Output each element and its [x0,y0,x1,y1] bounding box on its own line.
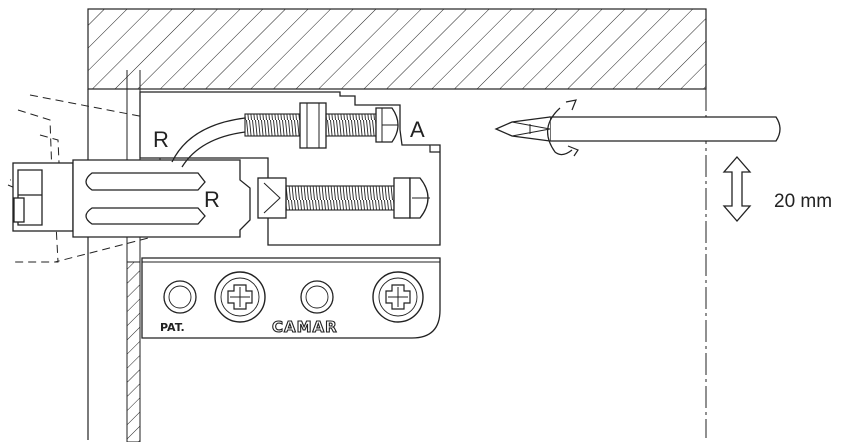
lower-screw-r [257,177,430,219]
phillips-screw-icon [372,271,424,323]
screwdriver-icon [494,116,781,142]
label-brand: CAMAR [272,318,338,336]
label-r-lower: R [204,187,220,212]
double-arrow-vertical-icon [722,156,752,222]
lower-bracket [72,159,251,238]
cabinet-top-panel [87,8,707,90]
base-plate [141,257,441,339]
label-a: A [410,117,425,142]
phillips-screw-icon [214,271,266,323]
label-r-upper: R [153,127,169,152]
curved-arm [171,117,246,168]
side-wall-strip [126,70,141,442]
label-adjust-20mm: 20 mm [774,191,832,212]
upper-screw-a [244,102,399,149]
hook-part [12,162,74,232]
label-patent: PAT. [160,321,185,334]
rotate-arrow-icon [547,99,579,157]
